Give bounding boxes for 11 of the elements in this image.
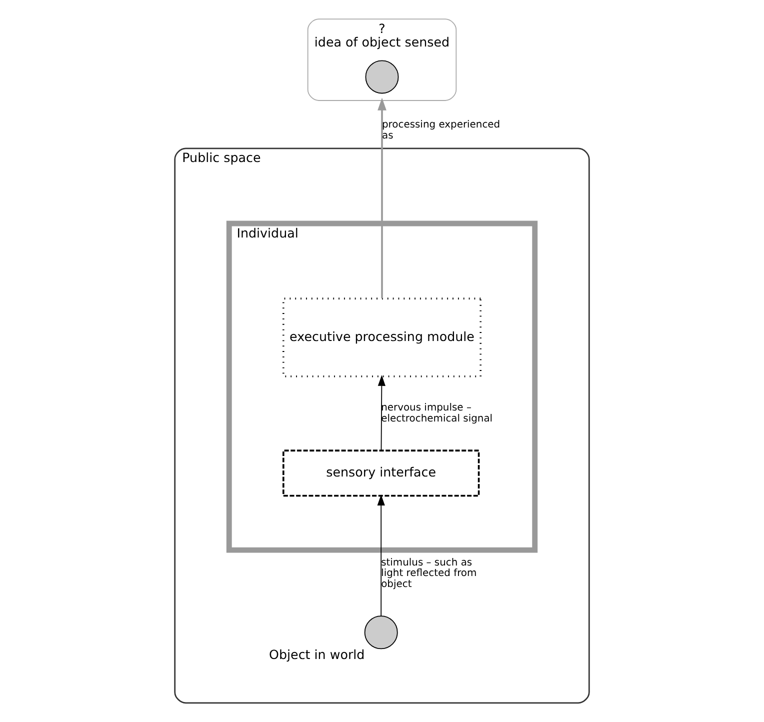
edge-label: processing experienced as (382, 119, 500, 142)
node-box: executive processing module (282, 298, 482, 378)
node-circle (365, 60, 399, 94)
arrow (378, 98, 386, 298)
edge-label: stimulus – such as light reflected from object (381, 557, 477, 590)
node-box: sensory interface (282, 450, 480, 497)
node-circle (364, 616, 398, 650)
arrow (378, 375, 386, 451)
node-label: Object in world (269, 646, 365, 662)
arrow (377, 494, 385, 617)
cluster: ? idea of object sensed (307, 18, 457, 101)
